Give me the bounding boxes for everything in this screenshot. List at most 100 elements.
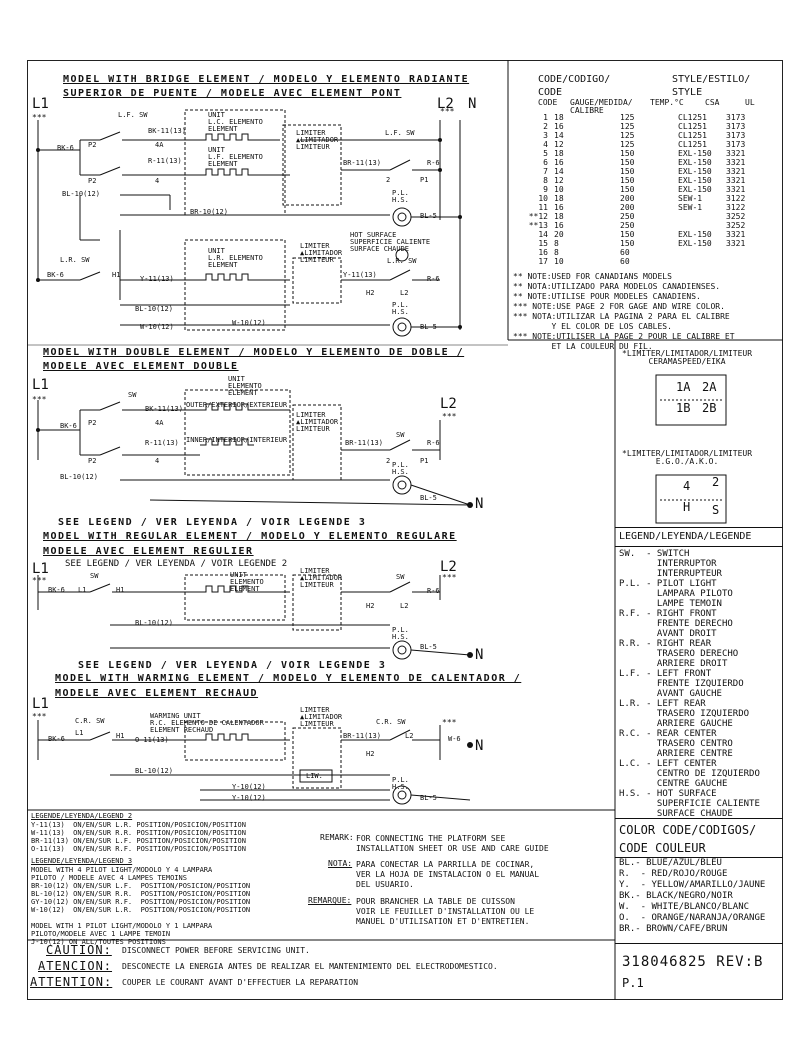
code-cell: EXL-150 <box>678 239 712 248</box>
legend-entry: TRASERO CENTRO <box>619 739 733 749</box>
code-cell: 10 <box>554 185 564 194</box>
remarque-text: POUR BRANCHER LA TABLE DE CUISSON VOIR L… <box>356 897 535 926</box>
br10-label: BR-10(12) <box>190 208 228 216</box>
caution-label: CAUTION: <box>46 943 112 957</box>
legend-entry: R.C. - REAR CENTER <box>619 729 717 739</box>
h2-label: H2 <box>366 602 375 610</box>
code-note-line: Y EL COLOR DE LOS CABLES. <box>513 322 672 331</box>
code-cell: 14 <box>554 167 564 176</box>
code-cell: 3321 <box>726 176 746 185</box>
code-cell: 60 <box>620 248 630 257</box>
l2-small-label: L2 <box>400 289 409 297</box>
stars-label: *** <box>442 718 457 727</box>
code-cell: 6 <box>543 158 548 167</box>
code-cell: EXL-150 <box>678 167 712 176</box>
n-label: N <box>468 96 477 112</box>
unit-elem-label: UNIT ELEMENTO ELEMENT <box>230 571 264 593</box>
code-row: 16 8 60 <box>523 248 759 257</box>
code-note-line: *** NOTE:USE PAGE 2 FOR GAGE AND WIRE CO… <box>513 302 725 311</box>
stars-label: *** <box>440 107 455 116</box>
legend-entry: AVANT GAUCHE <box>619 689 722 699</box>
4a-label: 4A <box>155 141 164 149</box>
code-cell: 3252 <box>726 221 746 230</box>
code-cell: 4 <box>543 140 548 149</box>
code-cell <box>675 212 723 221</box>
legend3-line: BL-10(12) ON/EN/SUR R.R. POSITION/POSICI… <box>31 890 251 898</box>
warming-unit-label: WARMING UNIT R.C. ELEMENTO DE CALENTADOR… <box>150 712 264 734</box>
code-cell: 17 <box>538 257 548 266</box>
n-label: N <box>475 738 484 754</box>
y10-label: Y-10(12) <box>232 783 266 791</box>
n-label: N <box>475 496 484 512</box>
code-cell: 8 <box>554 248 559 257</box>
l1-label: L1 <box>32 377 49 393</box>
bl10-label: BL-10(12) <box>62 190 100 198</box>
code-note-line: *** NOTE:UTILISER LA PAGE 2 POUR LE CALI… <box>513 332 735 341</box>
legend3-line: J-10(12) ON ALL/TOUTES POSITIONS <box>31 938 166 946</box>
limiter-label: LIMITER ▲LIMITADOR LIMITEUR <box>300 242 343 264</box>
limiter-label: LIMITER ▲LIMITADOR LIMITEUR <box>296 129 339 151</box>
code-cell: 250 <box>620 212 635 221</box>
legend-entry: SW. - SWITCH <box>619 549 690 559</box>
color-code-entry: R. - RED/ROJO/ROUGE <box>619 869 728 879</box>
p1-label: P1 <box>420 176 429 184</box>
code-cell: 18 <box>554 113 564 122</box>
code-cell: 14 <box>538 230 548 239</box>
regular-title-line2: MODELE AVEC ELEMENT REGULIER <box>43 546 254 557</box>
stars-label: *** <box>32 395 47 404</box>
pl-hs-label: P.L. H.S. <box>392 189 409 204</box>
code-cell: 16 <box>554 122 564 131</box>
col-gauge: GAUGE/MEDIDA/ CALIBRE <box>570 98 633 115</box>
bl5-label: BL-5 <box>420 494 437 502</box>
pl-hs-label: P.L. H.S. <box>392 461 409 476</box>
code-cell: 20 <box>554 230 564 239</box>
l2-small-label: L2 <box>400 602 409 610</box>
code-cell: 7 <box>543 167 548 176</box>
code-header-2: CODE <box>538 87 563 98</box>
term-2: 2 <box>712 475 720 489</box>
code-cell: 3173 <box>726 131 746 140</box>
code-cell: 150 <box>620 239 635 248</box>
code-cell: SEW-1 <box>678 203 703 212</box>
legend2-title: LEGENDE/LEYENDA/LEGEND 2 <box>31 812 133 820</box>
code-cell: EXL-150 <box>678 149 712 158</box>
bl10-label: BL-10(12) <box>60 473 98 481</box>
code-cell: 150 <box>620 149 635 158</box>
code-cell: CL1251 <box>678 113 707 122</box>
r6-label: R-6 <box>427 159 440 167</box>
code-cell: 1 <box>543 113 548 122</box>
code-cell: 3321 <box>726 239 746 248</box>
code-cell: 8 <box>554 239 559 248</box>
color-code-title-1: COLOR CODE/CODIGOS/ <box>619 823 757 837</box>
code-cell: 16 <box>538 248 548 257</box>
code-cell: 10 <box>538 194 548 203</box>
legend-entry: SURFACE CHAUDE <box>619 809 733 819</box>
r6-label: R-6 <box>427 439 440 447</box>
code-cell: 150 <box>620 158 635 167</box>
nota-label: NOTA: <box>328 859 353 868</box>
code-notes: ** NOTE:USED FOR CANADIANS MODELS** NOTA… <box>513 272 735 352</box>
lf-sw-label-right: L.F. SW <box>385 129 415 137</box>
attention-text: COUPER LE COURANT AVANT D'EFFECTUER LA R… <box>122 978 359 987</box>
bk6-label: BK-6 <box>48 586 65 594</box>
bl5-label: BL-5 <box>420 212 437 220</box>
4-label: 4 <box>155 457 160 465</box>
legend3-line: GY-10(12) ON/EN/SUR R.F. POSITION/POSICI… <box>31 898 251 906</box>
code-cell: 200 <box>620 203 635 212</box>
nota-text: PARA CONECTAR LA PARRILLA DE COCINAR, VE… <box>356 860 540 889</box>
code-cell: 3122 <box>726 203 746 212</box>
cr-sw-label-right: C.R. SW <box>376 718 406 726</box>
legend-entry: L.C. - LEFT CENTER <box>619 759 717 769</box>
limiter-label: LIMITER ▲LIMITADOR LIMITEUR <box>296 411 339 433</box>
code-cell: 60 <box>620 257 630 266</box>
legend2-line: O-11(13) ON/EN/SUR R.F. POSITION/POSICIO… <box>31 845 246 853</box>
legend-entry: ARRIERE GAUCHE <box>619 719 733 729</box>
h1-label: H1 <box>112 271 121 279</box>
l2-label: L2 <box>440 559 457 575</box>
code-cell: 3122 <box>726 194 746 203</box>
code-cell: 150 <box>620 167 635 176</box>
sw-label: SW <box>90 572 99 580</box>
code-cell: 3 <box>543 131 548 140</box>
